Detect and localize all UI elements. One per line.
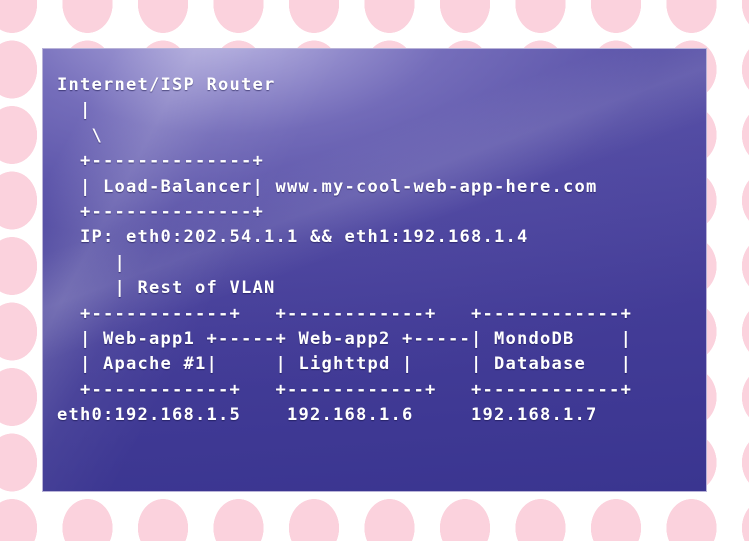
ascii-network-diagram: Internet/ISP Router | \ +--------------+…	[57, 75, 633, 426]
network-diagram-panel: Internet/ISP Router | \ +--------------+…	[42, 48, 707, 492]
